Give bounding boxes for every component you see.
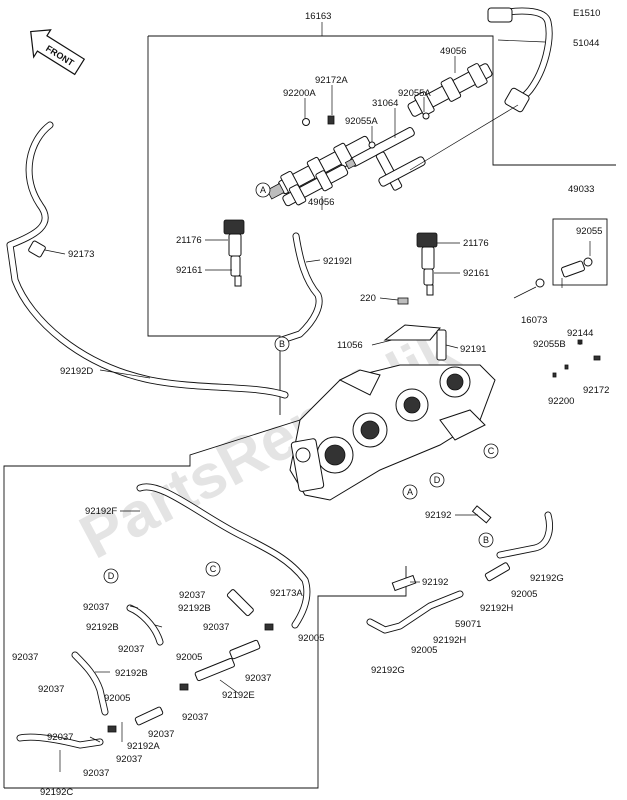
- label-92037-10: 92037: [47, 732, 73, 743]
- label-92192-1: 92192: [425, 510, 451, 521]
- label-21176-left: 21176: [176, 235, 202, 246]
- label-92037-5: 92037: [12, 652, 38, 663]
- label-92192I: 92192I: [323, 256, 352, 267]
- label-92037-2: 92037: [203, 622, 229, 633]
- label-92037-11: 92037: [83, 768, 109, 779]
- lower-right-hoses: [366, 505, 553, 634]
- label-92192C: 92192C: [40, 787, 73, 798]
- label-92005-mid: 92005: [411, 645, 437, 656]
- svg-text:B: B: [279, 339, 285, 349]
- callout-a-1: A: [255, 182, 271, 198]
- label-92192G-mid: 92192G: [371, 665, 405, 676]
- label-92005-4: 92005: [176, 652, 202, 663]
- callout-a-2: A: [402, 484, 418, 500]
- label-92005-right: 92005: [511, 589, 537, 600]
- callout-c-1: C: [483, 443, 499, 459]
- label-92161-right: 92161: [463, 268, 489, 279]
- label-92037-3: 92037: [83, 602, 109, 613]
- label-92037-4: 92037: [118, 644, 144, 655]
- hose-92191: [436, 329, 447, 361]
- label-92037-12: 92037: [116, 754, 142, 765]
- svg-text:C: C: [210, 564, 217, 574]
- hose-51044: [409, 7, 553, 171]
- label-92191: 92191: [460, 344, 486, 355]
- throttle-body: [289, 364, 496, 501]
- label-11056: 11056: [337, 340, 363, 351]
- svg-text:A: A: [260, 185, 266, 195]
- label-92172A: 92172A: [315, 75, 348, 86]
- part-92173: [28, 240, 46, 258]
- svg-text:B: B: [483, 535, 489, 545]
- label-92192D: 92192D: [60, 366, 93, 377]
- label-92192A: 92192A: [127, 741, 160, 752]
- label-92005-3: 92005: [298, 633, 324, 644]
- bracket-11056: [383, 297, 441, 341]
- label-92200: 92200: [548, 396, 574, 407]
- hose-92192F: [136, 483, 311, 629]
- label-16163: 16163: [305, 11, 331, 22]
- label-92192E: 92192E: [222, 690, 255, 701]
- injector-right: [416, 232, 438, 296]
- label-92005-5: 92005: [104, 693, 130, 704]
- label-92037-1: 92037: [179, 590, 205, 601]
- label-92055A-1: 92055A: [398, 88, 431, 99]
- label-92192B-1: 92192B: [178, 603, 211, 614]
- label-92192B-3: 92192B: [115, 668, 148, 679]
- lower-left-hoses: [16, 589, 274, 749]
- label-92172: 92172: [583, 385, 609, 396]
- label-49056-top: 49056: [440, 46, 466, 57]
- label-92192F: 92192F: [85, 506, 117, 517]
- label-92037-6: 92037: [245, 673, 271, 684]
- label-92192H-1: 92192H: [480, 603, 513, 614]
- label-49033: 49033: [568, 184, 594, 195]
- label-92055A-2: 92055A: [345, 116, 378, 127]
- label-21176-right: 21176: [463, 238, 489, 249]
- label-92192H-2: 92192H: [433, 635, 466, 646]
- svg-text:D: D: [108, 571, 115, 581]
- callout-b-2: B: [478, 532, 494, 548]
- label-92037-7: 92037: [38, 684, 64, 695]
- label-92173: 92173: [68, 249, 94, 260]
- callout-c-2: C: [205, 561, 221, 577]
- front-arrow-icon: FRONT: [30, 29, 86, 76]
- label-31064: 31064: [372, 98, 398, 109]
- label-92192-2: 92192: [422, 577, 448, 588]
- label-92055: 92055: [576, 226, 602, 237]
- diagram-id: E1510: [573, 8, 600, 19]
- callout-d-2: D: [103, 568, 119, 584]
- callout-d-1: D: [429, 472, 445, 488]
- sub-assembly-frame: [552, 218, 608, 286]
- label-92055B: 92055B: [533, 339, 566, 350]
- upper-frame: [147, 35, 616, 415]
- label-92192G-right: 92192G: [530, 573, 564, 584]
- callout-b-1: B: [274, 336, 290, 352]
- svg-text:A: A: [407, 487, 413, 497]
- part-labels: 16163 51044 49056 92172A 92200A 92055A 3…: [12, 11, 609, 798]
- leader-lines: [44, 22, 591, 772]
- label-92144: 92144: [567, 328, 593, 339]
- label-220: 220: [360, 293, 376, 304]
- label-92037-8: 92037: [182, 712, 208, 723]
- label-59071: 59071: [455, 619, 481, 630]
- svg-text:D: D: [434, 475, 441, 485]
- hose-92192I: [278, 232, 323, 344]
- sub-assembly-49033: [513, 257, 593, 299]
- label-92192B-2: 92192B: [86, 622, 119, 633]
- svg-text:C: C: [488, 446, 495, 456]
- label-92173A: 92173A: [270, 588, 303, 599]
- label-51044: 51044: [573, 38, 599, 49]
- label-16073: 16073: [521, 315, 547, 326]
- hose-92192D: [6, 121, 289, 399]
- label-92161-left: 92161: [176, 265, 202, 276]
- injector-left: [223, 219, 245, 287]
- label-92200A: 92200A: [283, 88, 316, 99]
- fuel-rail-assembly: [266, 63, 493, 207]
- label-49056-bot: 49056: [308, 197, 334, 208]
- label-92037-9: 92037: [148, 729, 174, 740]
